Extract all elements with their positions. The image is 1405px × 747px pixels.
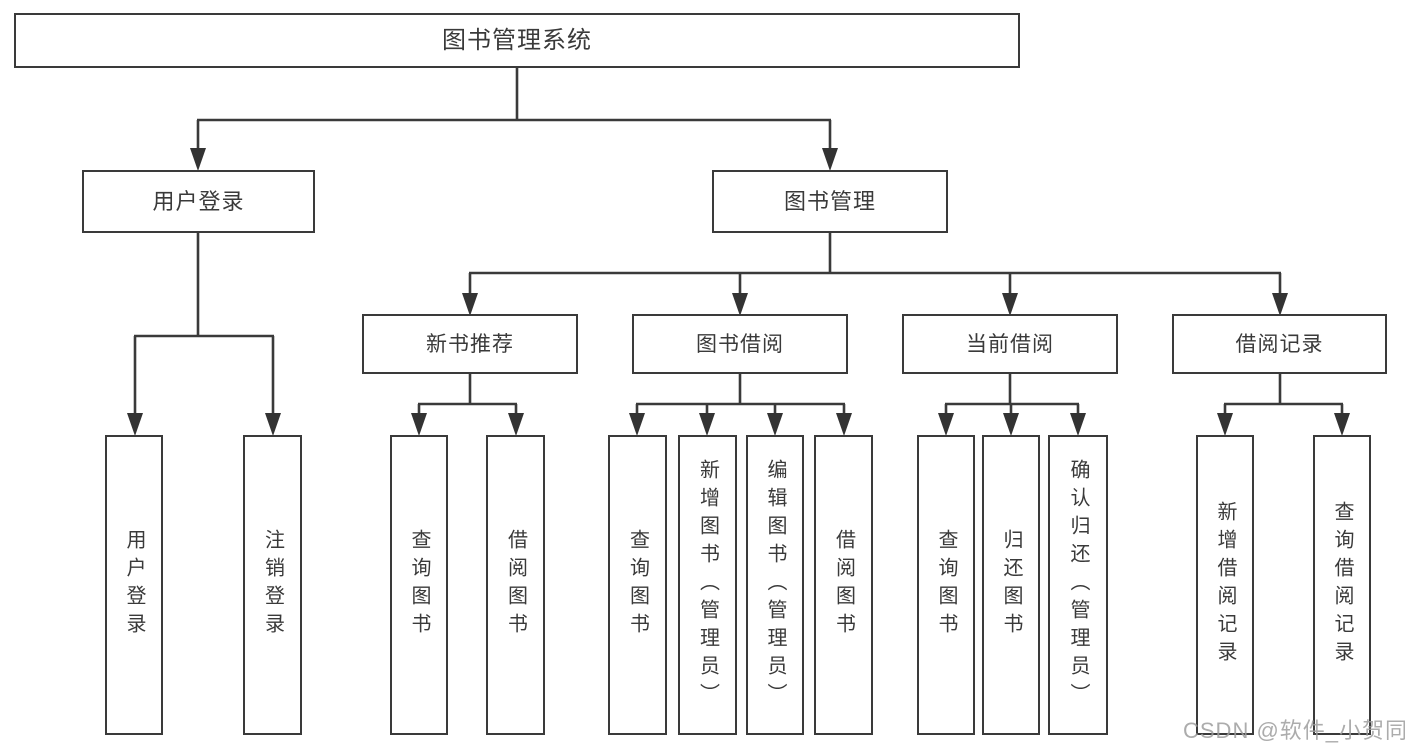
- node-label: 新书推荐: [426, 332, 514, 356]
- node-label: 新增借阅记录: [1214, 501, 1236, 669]
- leaf-query-books-current: 查询图书: [917, 435, 975, 735]
- connector-user-login-to-leaves: [127, 233, 281, 436]
- node-label: 查询图书: [626, 529, 649, 641]
- connector-borrowing-to-leaves: [629, 374, 852, 436]
- node-borrowing-records: 借阅记录: [1172, 314, 1387, 374]
- connector-root-to-level2: [190, 68, 838, 171]
- node-label: 借阅记录: [1235, 332, 1324, 356]
- node-label: 借阅图书: [504, 529, 527, 641]
- leaf-borrow-books-recommend: 借阅图书: [486, 435, 545, 735]
- node-label: 查询借阅记录: [1331, 501, 1353, 669]
- node-label: 用户登录: [123, 529, 145, 641]
- node-label: 用户登录: [152, 188, 245, 214]
- node-label: 图书管理系统: [442, 26, 592, 54]
- node-book-management: 图书管理: [712, 170, 948, 233]
- node-library-management-system: 图书管理系统: [14, 13, 1020, 68]
- leaf-logout: 注销登录: [243, 435, 302, 735]
- node-label: 归还图书: [1000, 529, 1022, 641]
- leaf-add-books-admin: 新增图书（管理员）: [678, 435, 737, 735]
- node-label: 编辑图书（管理员）: [764, 459, 786, 711]
- node-label: 新增图书（管理员）: [696, 459, 719, 711]
- node-user-login: 用户登录: [82, 170, 315, 233]
- node-label: 确认归还（管理员）: [1067, 459, 1089, 711]
- connector-records-to-leaves: [1217, 374, 1350, 436]
- leaf-query-books-borrowing: 查询图书: [608, 435, 667, 735]
- node-label: 注销登录: [261, 529, 284, 641]
- node-label: 图书借阅: [696, 332, 784, 356]
- leaf-query-borrow-record: 查询借阅记录: [1313, 435, 1371, 735]
- leaf-query-books-recommend: 查询图书: [390, 435, 448, 735]
- leaf-borrow-books-borrowing: 借阅图书: [814, 435, 873, 735]
- node-current-borrowing: 当前借阅: [902, 314, 1118, 374]
- leaf-confirm-return-admin: 确认归还（管理员）: [1048, 435, 1108, 735]
- node-label: 当前借阅: [966, 332, 1054, 356]
- node-label: 查询图书: [935, 529, 957, 641]
- csdn-watermark: CSDN @软件_小贺同学: [1183, 718, 1405, 743]
- connector-book-management-to-level3: [462, 233, 1288, 316]
- leaf-edit-books-admin: 编辑图书（管理员）: [746, 435, 804, 735]
- leaf-return-books: 归还图书: [982, 435, 1040, 735]
- node-label: 查询图书: [408, 529, 430, 641]
- node-label: 借阅图书: [832, 529, 855, 641]
- node-new-book-recommendation: 新书推荐: [362, 314, 578, 374]
- connector-recommendation-to-leaves: [411, 374, 524, 436]
- connector-current-to-leaves: [938, 374, 1086, 436]
- leaf-add-borrow-record: 新增借阅记录: [1196, 435, 1254, 735]
- node-book-borrowing: 图书借阅: [632, 314, 848, 374]
- leaf-user-login: 用户登录: [105, 435, 163, 735]
- node-label: 图书管理: [783, 188, 876, 214]
